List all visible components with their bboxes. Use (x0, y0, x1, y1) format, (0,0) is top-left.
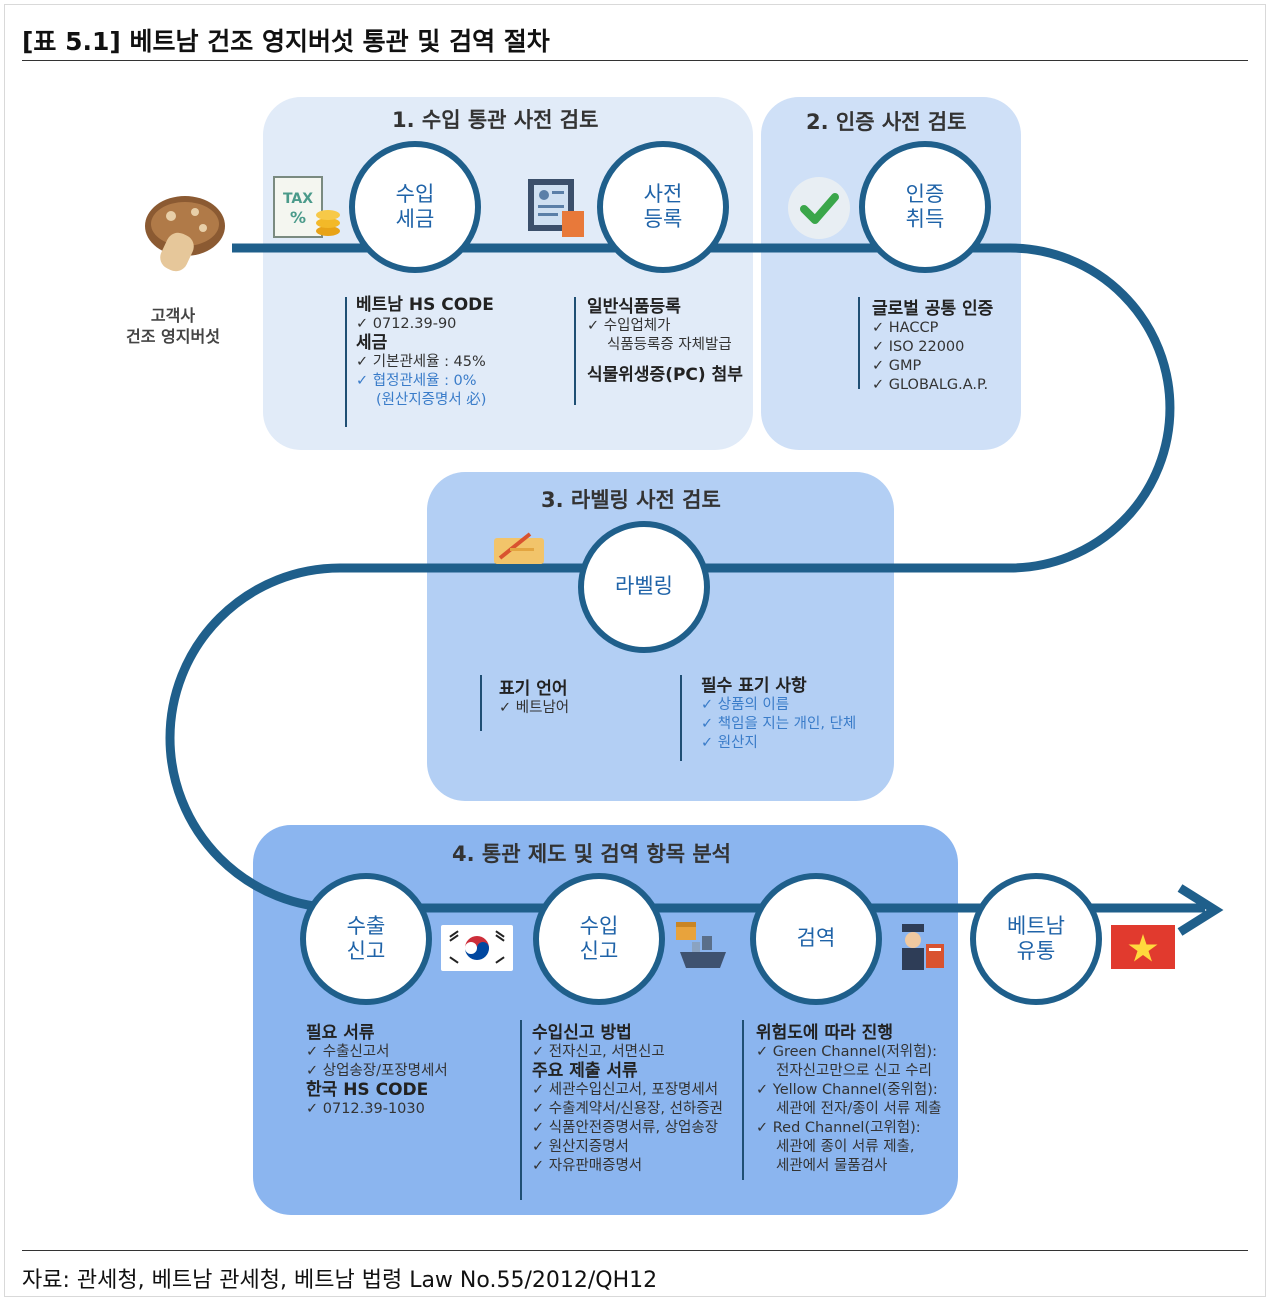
note-line: 필수 표기 사항 (701, 676, 807, 696)
step-import-tax: 수입 세금 (349, 141, 481, 273)
note-line: ✓ 수출신고서 (306, 1044, 390, 1060)
customs-officer-icon (902, 924, 944, 970)
note-line: 세금 (356, 333, 388, 353)
registration-form-icon (528, 179, 584, 237)
korea-flag-icon (441, 925, 513, 971)
notes-quarantine: 위험도에 따라 진행 ✓ Green Channel(저위험): 전자신고만으로… (756, 1024, 941, 1176)
notes-labeling-language: 표기 언어 ✓ 베트남어 (499, 680, 569, 718)
notes-labeling-required: 필수 표기 사항 ✓ 상품의 이름 ✓ 책임을 지는 개인, 단체 ✓ 원산지 (701, 677, 856, 753)
note-line: ✓ Yellow Channel(중위험): (756, 1082, 938, 1098)
notes-certification: 글로벌 공통 인증 ✓ HACCP ✓ ISO 22000 ✓ GMP ✓ GL… (872, 300, 993, 395)
svg-text:TAX: TAX (283, 191, 313, 207)
note-line: ✓ 원산지 (701, 735, 758, 751)
note-line: 전자신고만으로 신고 수리 (776, 1063, 932, 1079)
note-line: 한국 HS CODE (306, 1080, 429, 1100)
note-line: 주요 제출 서류 (532, 1061, 638, 1081)
note-bar (520, 1020, 522, 1200)
note-line: ✓ 0712.39-90 (356, 316, 457, 332)
note-line: 글로벌 공통 인증 (872, 299, 994, 319)
notes-pre-registration: 일반식품등록 ✓ 수입업체가 식품등록증 자체발급 식물위생증(PC) 첨부 (587, 298, 743, 385)
note-bar (858, 297, 860, 389)
note-line: ✓ 세관수입신고서, 포장명세서 (532, 1082, 719, 1098)
mushroom-icon (145, 196, 225, 272)
step-export-declaration: 수출 신고 (300, 873, 432, 1005)
step-vietnam-distribution: 베트남 유통 (970, 873, 1102, 1005)
note-line: ✓ GMP (872, 358, 922, 374)
note-line: ✓ 자유판매증명서 (532, 1158, 643, 1174)
stage-3-title: 3. 라벨링 사전 검토 (541, 488, 721, 512)
note-line: ✓ 수입업체가 (587, 318, 671, 334)
note-line: ✓ 기본관세율 : 45% (356, 354, 486, 370)
note-line: 식물위생증(PC) 첨부 (587, 365, 743, 385)
title-rule (22, 60, 1248, 61)
label-tag-icon (494, 532, 544, 564)
source-note: 자료: 관세청, 베트남 관세청, 베트남 법령 Law No.55/2012/… (22, 1268, 658, 1293)
step-labeling: 라벨링 (578, 521, 710, 653)
step-certification: 인증 취득 (859, 141, 991, 273)
note-line: 세관에 전자/종이 서류 제출 (776, 1101, 942, 1117)
step-pre-registration: 사전 등록 (597, 141, 729, 273)
note-bar (742, 1020, 744, 1180)
note-line: ✓ 식품안전증명서류, 상업송장 (532, 1120, 719, 1136)
note-line: ✓ 전자신고, 서면신고 (532, 1044, 665, 1060)
figure-title: [표 5.1] 베트남 건조 영지버섯 통관 및 검역 절차 (22, 27, 550, 56)
note-line: 수입신고 방법 (532, 1023, 632, 1043)
note-line: 식품등록증 자체발급 (607, 337, 732, 353)
note-line: 표기 언어 (499, 679, 568, 699)
note-line: ✓ 수출계약서/신용장, 선하증권 (532, 1101, 723, 1117)
stage-1-title: 1. 수입 통관 사전 검토 (392, 108, 599, 132)
stage-2-title: 2. 인증 사전 검토 (806, 110, 967, 134)
note-line: 일반식품등록 (587, 297, 681, 317)
notes-import-declaration: 수입신고 방법 ✓ 전자신고, 서면신고 주요 제출 서류 ✓ 세관수입신고서,… (532, 1024, 723, 1176)
figure-frame (4, 4, 1266, 1297)
note-line: ✓ ISO 22000 (872, 339, 965, 355)
stage-4-title: 4. 통관 제도 및 검역 항목 분석 (452, 842, 731, 866)
note-line: (원산지증명서 必) (376, 392, 487, 408)
note-line: ✓ 협정관세율 : 0% (356, 373, 477, 389)
svg-text:%: % (290, 208, 306, 227)
checkmark-icon (788, 177, 850, 239)
step-import-declaration: 수입 신고 (533, 873, 665, 1005)
note-line: ✓ HACCP (872, 320, 939, 336)
tax-document-icon: TAX % (273, 176, 340, 238)
note-bar (480, 675, 482, 731)
vietnam-flag-icon (1111, 925, 1175, 969)
notes-export-declaration: 필요 서류 ✓ 수출신고서 ✓ 상업송장/포장명세서 한국 HS CODE ✓ … (306, 1024, 448, 1119)
note-line: ✓ Red Channel(고위험): (756, 1120, 921, 1136)
cargo-ship-icon (676, 922, 726, 968)
note-line: 베트남 HS CODE (356, 295, 494, 315)
note-line: ✓ 책임을 지는 개인, 단체 (701, 716, 857, 732)
note-line: 세관에 종이 서류 제출, (776, 1139, 915, 1155)
note-line: ✓ 상업송장/포장명세서 (306, 1063, 448, 1079)
flow-arrowhead (1177, 884, 1224, 936)
note-line: ✓ 0712.39-1030 (306, 1101, 425, 1117)
source-rule (22, 1250, 1248, 1251)
note-bar (345, 297, 347, 427)
note-line: ✓ 상품의 이름 (701, 697, 790, 713)
note-line: 필요 서류 (306, 1023, 375, 1043)
note-line: 위험도에 따라 진행 (756, 1023, 893, 1043)
note-line: ✓ GLOBALG.A.P. (872, 377, 989, 393)
customer-label: 고객사 건조 영지버섯 (126, 306, 220, 346)
note-bar (574, 297, 576, 405)
note-line: ✓ Green Channel(저위험): (756, 1044, 938, 1060)
note-bar (680, 675, 682, 761)
step-quarantine: 검역 (750, 873, 882, 1005)
note-line: ✓ 원산지증명서 (532, 1139, 629, 1155)
notes-import-tax: 베트남 HS CODE ✓ 0712.39-90 세금 ✓ 기본관세율 : 45… (356, 296, 494, 410)
note-line: 세관에서 물품검사 (776, 1158, 888, 1174)
note-line: ✓ 베트남어 (499, 700, 570, 716)
